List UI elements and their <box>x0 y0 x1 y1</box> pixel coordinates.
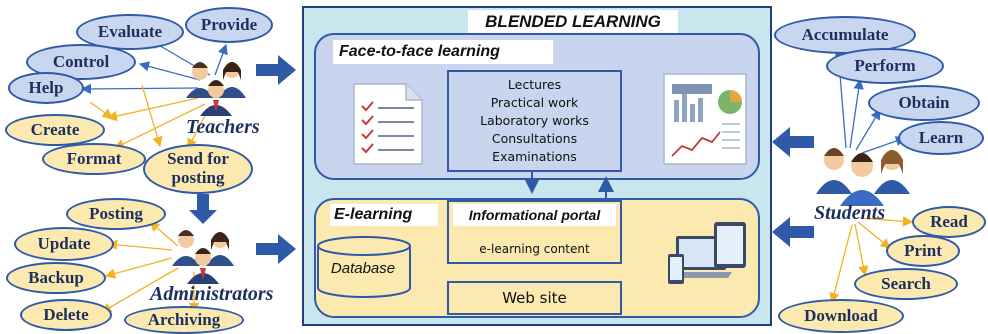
oval-read-label: Read <box>930 212 968 231</box>
oval-backup-label: Backup <box>28 268 84 287</box>
web-site-label: Web site <box>502 289 567 307</box>
oval-obtain-label: Obtain <box>898 93 950 112</box>
administrators-icon <box>172 230 234 284</box>
devices-icon <box>668 222 746 284</box>
oval-control-label: Control <box>52 52 110 71</box>
blended-learning-title: BLENDED LEARNING <box>468 10 678 34</box>
oval-delete-label: Delete <box>43 305 89 324</box>
activity-examinations: Examinations <box>492 148 577 164</box>
informational-portal-title: Informational portal <box>453 204 616 226</box>
administrators-label: Administrators <box>150 283 274 305</box>
database-icon <box>317 236 411 298</box>
oval-perform-label: Perform <box>854 56 916 75</box>
oval-posting-label: Posting <box>89 204 143 223</box>
activity-lectures: Lectures <box>507 76 562 92</box>
oval-backup: Backup <box>6 262 106 294</box>
oval-provide-label: Provide <box>200 15 258 34</box>
oval-learn-label: Learn <box>918 128 964 147</box>
oval-accumulate-label: Accumulate <box>801 25 889 44</box>
activity-consultations: Consultations <box>491 130 578 146</box>
database-label: Database <box>330 260 396 277</box>
admin-to-blended-arrow <box>256 234 296 264</box>
oval-format-label: Format <box>66 149 122 168</box>
e-learning-content-label: e-learning content <box>479 242 590 256</box>
students-to-blended-bottom-arrow <box>772 217 814 247</box>
teachers-to-blended-arrow <box>256 55 296 85</box>
oval-update-label: Update <box>37 234 91 253</box>
e-learning-label: E-learning <box>330 204 438 226</box>
oval-send-for-posting-label: Send for posting <box>167 149 229 187</box>
report-chart-icon <box>663 73 747 165</box>
oval-provide: Provide <box>185 7 273 43</box>
teachers-label: Teachers <box>186 116 260 138</box>
students-label: Students <box>814 202 886 224</box>
face-to-face-label: Face-to-face learning <box>333 40 553 64</box>
teachers-to-admin-arrow <box>189 194 217 224</box>
checklist-icon <box>353 83 423 165</box>
oval-send-for-posting: Send for posting <box>143 144 253 194</box>
oval-learn: Learn <box>898 121 984 155</box>
oval-read: Read <box>912 206 986 238</box>
activity-laboratory-works: Laboratory works <box>480 112 589 128</box>
face-to-face-activities: Lectures Practical work Laboratory works… <box>447 70 622 172</box>
oval-create-label: Create <box>30 120 80 139</box>
teachers-icon <box>186 62 246 116</box>
oval-posting: Posting <box>66 198 166 230</box>
oval-help-label: Help <box>28 78 64 97</box>
students-to-blended-top-arrow <box>772 127 814 157</box>
oval-obtain: Obtain <box>868 85 980 121</box>
web-site-box: Web site <box>447 281 622 315</box>
oval-download-label: Download <box>804 306 878 325</box>
oval-delete: Delete <box>20 299 112 331</box>
oval-evaluate-label: Evaluate <box>97 22 163 41</box>
oval-download: Download <box>778 299 904 333</box>
oval-help: Help <box>8 72 84 104</box>
oval-search: Search <box>854 268 958 300</box>
oval-search-label: Search <box>881 274 931 293</box>
oval-perform: Perform <box>826 48 944 84</box>
oval-update: Update <box>14 227 114 261</box>
oval-format: Format <box>42 143 146 175</box>
oval-print: Print <box>886 235 960 267</box>
students-icon <box>816 148 910 206</box>
oval-create: Create <box>5 114 105 146</box>
oval-archiving-label: Archiving <box>147 310 221 329</box>
oval-print-label: Print <box>904 241 942 260</box>
activity-practical-work: Practical work <box>490 94 579 110</box>
informational-portal-box: Informational portal e-learning content <box>447 200 622 264</box>
